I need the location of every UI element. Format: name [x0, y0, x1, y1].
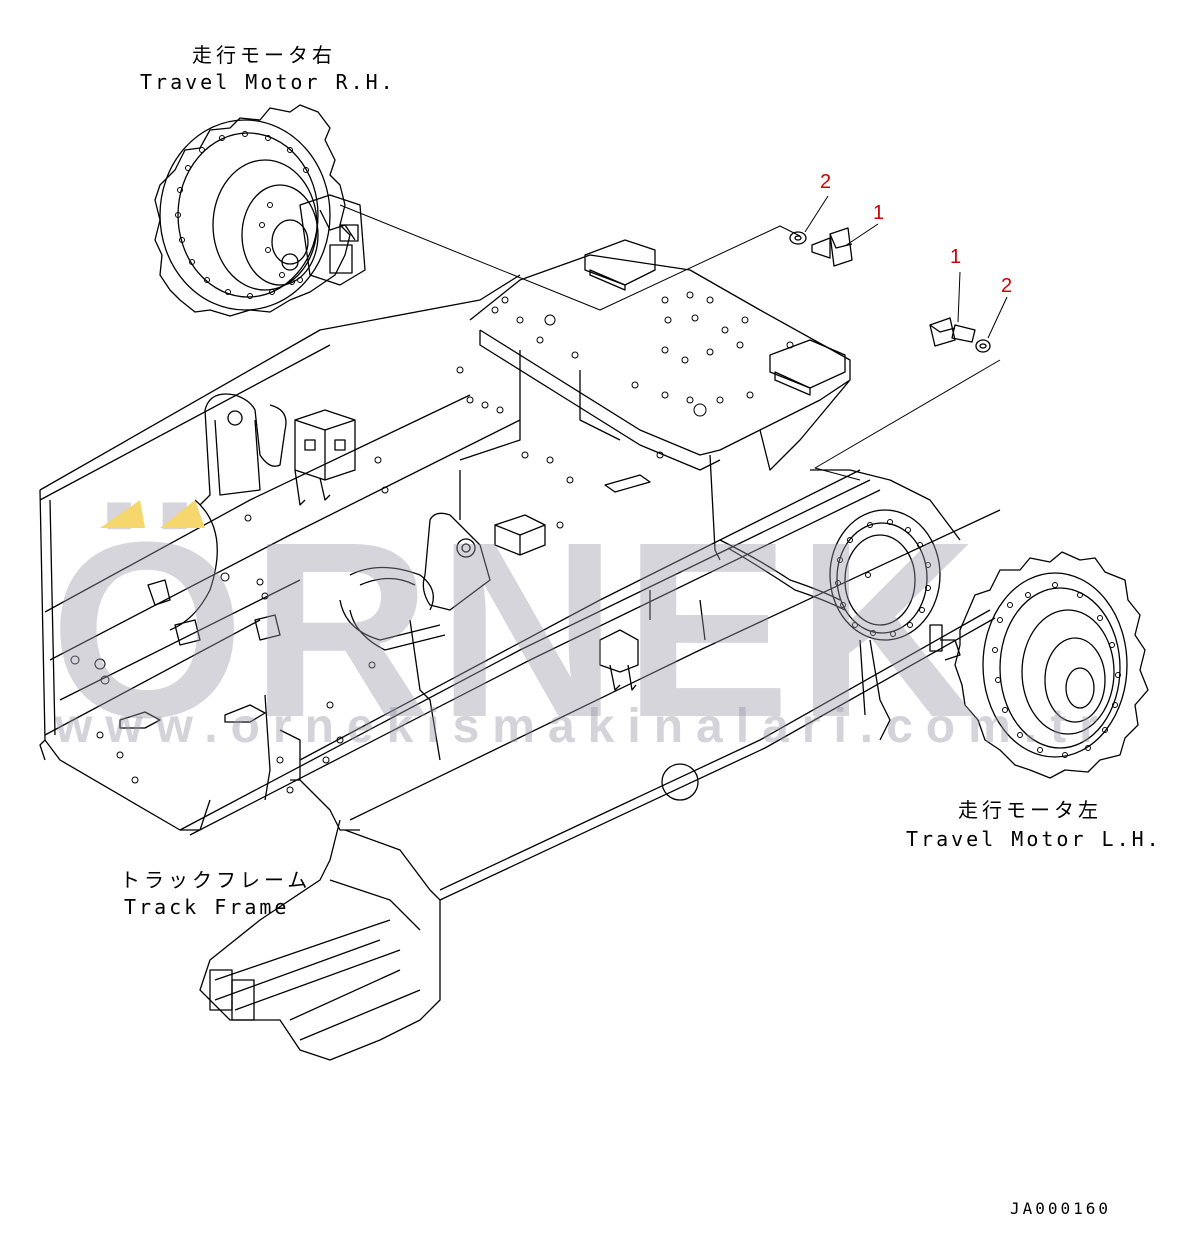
bed-bolts — [491, 291, 794, 417]
label-track-frame: Track Frame — [124, 895, 290, 919]
callout-washer-lower: 2 — [1001, 275, 1013, 297]
track-frame — [39, 274, 1001, 1061]
travel-motor-lh — [829, 509, 1149, 779]
watermark-url: www.ornekismakinalari.com.tr — [55, 700, 1111, 753]
callout-washer-upper: 2 — [820, 171, 832, 193]
callout-bolt-upper: 1 — [873, 202, 885, 224]
fasteners — [789, 227, 991, 353]
drawing-code: JA000160 — [1010, 1199, 1112, 1218]
label-travel-motor-rh: Travel Motor R.H. — [140, 70, 396, 94]
label-travel-motor-rh-jp: 走行モータ右 — [192, 43, 336, 67]
label-travel-motor-lh: Travel Motor L.H. — [906, 827, 1162, 851]
travel-motor-rh — [154, 104, 366, 317]
watermark-accent-icon — [100, 500, 205, 528]
label-track-frame-jp: トラックフレーム — [120, 868, 312, 892]
watermark-brand: ÖRNEK — [50, 490, 983, 769]
label-travel-motor-lh-jp: 走行モータ左 — [958, 798, 1102, 822]
leader-lines — [339, 195, 1008, 481]
callout-bolt-lower: 1 — [950, 246, 962, 268]
center-bed — [459, 239, 851, 471]
brackets — [70, 366, 846, 801]
